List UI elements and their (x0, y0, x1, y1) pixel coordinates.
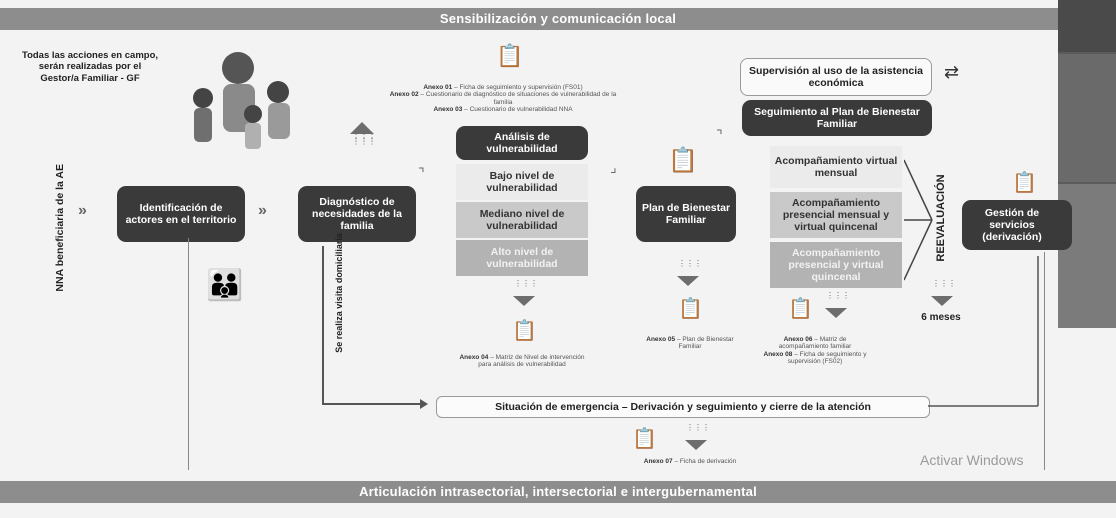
document-icon: 📋 (512, 318, 537, 342)
dots-icon: ⋮⋮⋮⋮⋮⋮ (352, 133, 376, 146)
document-icon: 📋 (1012, 170, 1037, 194)
annex-05-text: – Plan de Bienestar Familiar (675, 336, 734, 351)
visita-line (322, 246, 324, 404)
document-icon: 📋 (678, 296, 703, 320)
side-label-wrap: NNA beneficiaria de la AE (48, 160, 72, 310)
corner-arrow-icon: ⌝ (716, 128, 723, 144)
corner-arrow-icon: ⌟ (610, 160, 617, 176)
corner-arrow-icon: ⌝ (418, 166, 425, 182)
annex-06-08: Anexo 06 – Matriz de acompañamiento fami… (760, 336, 870, 366)
annex-07-text: – Ficha de derivación (672, 458, 737, 465)
annex-01-text: – Ficha de seguimiento y supervisión (FS… (452, 84, 583, 91)
annex-03-text: – Cuestionario de vulnerabilidad NNA (462, 106, 573, 114)
down-arrow-icon (825, 308, 847, 318)
side-label: NNA beneficiaria de la AE (54, 163, 67, 292)
clipboard-person-icon: 📋 (668, 146, 698, 174)
annex-08-label: Anexo 08 (763, 350, 793, 358)
accomp-presencial-quincenal: Acompañamiento presencial y virtual quin… (770, 242, 902, 288)
step-seguimiento: Seguimiento al Plan de Bienestar Familia… (742, 100, 932, 136)
step-analisis: Análisis de vulnerabilidad (456, 126, 588, 160)
document-icon: 📋 (632, 426, 657, 450)
accomp-virtual: Acompañamiento virtual mensual (770, 146, 902, 188)
annex-08-text: – Ficha de seguimiento y supervisión (FS… (787, 350, 867, 366)
emergencia-bar: Situación de emergencia – Derivación y s… (436, 396, 930, 418)
annex-04-label: Anexo 04 (459, 354, 489, 361)
windows-watermark: Activar Windows (920, 452, 1024, 468)
dots-icon: ⋮⋮⋮ (686, 423, 710, 432)
dots-icon: ⋮⋮⋮ (678, 259, 702, 268)
step-identificacion: Identificación de actores en el territor… (117, 186, 245, 242)
annex-07: Anexo 07 – Ficha de derivación (600, 458, 780, 465)
meses-label: 6 meses (921, 312, 961, 323)
family-illustration (193, 52, 290, 149)
people-group-icon: 👪 (206, 268, 244, 303)
dots-icon: ⋮⋮⋮ (826, 291, 850, 300)
exchange-icon: ⇄ (944, 62, 960, 83)
step-diagnostico: Diagnóstico de necesidades de la familia (298, 186, 416, 242)
document-icon: 📋 (496, 44, 524, 69)
step-gestion: Gestión de servicios (derivación) (962, 200, 1072, 250)
down-arrow-icon (685, 440, 707, 450)
level-bajo: Bajo nivel de vulnerabilidad (456, 164, 588, 200)
converge-lines (904, 159, 933, 281)
bottom-band: Articulación intrasectorial, intersector… (0, 481, 1116, 503)
down-arrow-icon (513, 296, 535, 306)
annex-07-label: Anexo 07 (643, 458, 673, 465)
annex-02-label: Anexo 02 (389, 91, 419, 99)
up-arrow-icon (350, 122, 374, 134)
annex-02-text: – Cuestionario de diagnóstico de situaci… (418, 91, 617, 106)
down-arrow-icon (677, 276, 699, 286)
visita-label: Se realiza visita domiciliaria (334, 233, 345, 353)
video-panel (1058, 0, 1116, 328)
dots-icon: ⋮⋮⋮ (932, 279, 956, 288)
video-thumb-2 (1058, 54, 1116, 182)
level-mediano: Mediano nivel de vulnerabilidad (456, 202, 588, 238)
top-band: Sensibilización y comunicación local (0, 8, 1116, 30)
document-icon: 📋 (788, 296, 813, 320)
visita-horizontal-line (322, 403, 424, 405)
level-alto: Alto nivel de vulnerabilidad (456, 240, 588, 276)
annex-06-text: – Matriz de acompañamiento familiar (778, 336, 852, 351)
annex-01-03: Anexo 01 – Ficha de seguimiento y superv… (384, 84, 622, 114)
annex-04: Anexo 04 – Matriz de Nivel de intervenci… (456, 354, 588, 369)
vertical-link-left (188, 238, 189, 470)
dots-icon: ⋮⋮⋮ (514, 279, 538, 288)
vertical-link-right (1044, 252, 1045, 470)
accomp-presencial-mensual: Acompañamiento presencial mensual y virt… (770, 192, 902, 238)
annex-04-text: – Matriz de Nivel de intervención para a… (478, 354, 585, 369)
annex-05: Anexo 05 – Plan de Bienestar Familiar (640, 336, 740, 351)
annex-03-label: Anexo 03 (433, 106, 463, 114)
emergencia-connector (928, 256, 1039, 407)
annex-06-label: Anexo 06 (783, 336, 813, 343)
chevron-icon: » (78, 202, 87, 219)
annex-05-label: Anexo 05 (646, 336, 676, 343)
visita-wrap: Se realiza visita domiciliaria (322, 233, 350, 404)
chevron-icon: » (258, 202, 267, 219)
annex-01-label: Anexo 01 (423, 84, 453, 91)
supervision-box: Supervisión al uso de la asistencia econ… (740, 58, 932, 96)
arrow-right-icon (420, 399, 428, 409)
video-thumb-1 (1058, 0, 1116, 52)
intro-text: Todas las acciones en campo, serán reali… (21, 50, 159, 84)
down-arrow-icon (931, 296, 953, 306)
step-plan: Plan de Bienestar Familiar (636, 186, 736, 242)
